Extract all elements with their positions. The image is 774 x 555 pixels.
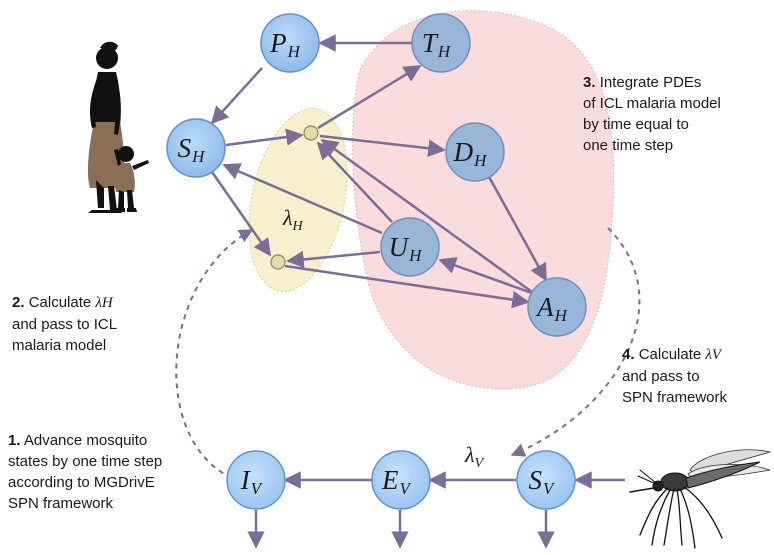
step-1-line-3: according to MGDrivE [8,474,155,491]
step-4-annotation: 4. Calculate λV and pass to SPN framewor… [622,344,727,408]
svg-text:SH: SH [178,133,207,166]
node-DH: DH [445,122,505,182]
edge-SH-junction2 [210,171,272,257]
node-IV-label: I [240,465,252,495]
lambda-v-label: λV [464,442,485,471]
junction-lambda-node [270,254,286,270]
node-UH-label: U [389,232,410,262]
edge-UH-SH [222,163,383,235]
node-EV-label: E [381,465,399,495]
svg-text:IV: IV [240,465,264,498]
mother-child-silhouette-icon [87,41,149,213]
node-IV: IV [226,450,286,510]
step-2-annotation: 2. Calculate λH and pass to ICL malaria … [12,292,117,356]
node-UH-sub: H [408,246,423,265]
dashed-arrow-AH-to-lambdaV [510,227,641,457]
edge-UH-junction2 [286,250,381,269]
yellow-region [248,108,348,292]
mosquito-icon [629,449,772,549]
step-4-line-3: SPN framework [622,389,728,406]
edge-PH-SH [210,67,263,125]
node-PH: PH [260,13,320,73]
node-SH-sub: H [191,147,206,166]
step-3-line-3: by time equal to [583,116,689,133]
node-DH-label: D [453,137,474,167]
edges [210,34,625,549]
junction-infection-node [303,125,319,141]
step-3-line-1: Integrate PDEs [599,74,702,91]
node-AH-label: A [535,292,554,322]
edge-junction1-TH [317,64,422,130]
step-2-line-1: Calculate [28,294,92,311]
node-TH-label: T [422,28,439,58]
edge-SH-junction1 [225,128,304,147]
node-IV-sub: V [251,479,264,498]
step-4-line-2: and pass to [622,368,700,385]
svg-text:SV: SV [529,465,557,498]
node-SV-sub: V [543,479,556,498]
edge-AH-junction1 [320,138,533,294]
step-4-line-1: Calculate [638,346,702,363]
svg-text:UH: UH [389,232,424,265]
step-3-number: 3. [583,74,596,91]
step-3-line-4: one time step [583,137,674,154]
step-4-lambda: λV [705,347,722,363]
svg-text:TH: TH [422,28,452,61]
node-TH-sub: H [437,42,452,61]
node-PH-sub: H [287,42,302,61]
step-2-lambda: λH [95,295,113,311]
pink-region [352,10,615,390]
edge-AH-UH [438,257,533,295]
node-EV: EV [371,450,431,510]
step-2-line-2: and pass to ICL [12,316,118,333]
step-2-line-3: malaria model [12,337,107,354]
step-3-line-2: of ICL malaria model [583,95,721,112]
svg-text:DH: DH [453,137,489,170]
node-AH: AH [527,277,587,337]
node-EV-sub: V [400,479,413,498]
node-TH: TH [411,13,471,73]
svg-text:EV: EV [381,465,413,498]
node-PH-label: P [269,28,287,58]
step-1-annotation: 1. Advance mosquito states by one time s… [8,430,162,514]
step-3-annotation: 3. Integrate PDEs of ICL malaria model b… [583,72,721,156]
svg-text:PH: PH [269,28,302,61]
step-1-number: 1. [8,432,21,449]
lambda-h-label: λH [282,205,304,234]
node-UH: UH [380,217,440,277]
edge-junction2-AH [284,264,530,309]
dashed-arrow-IV-to-lambdaH [175,229,254,479]
step-4-number: 4. [622,346,635,363]
node-AH-sub: H [554,306,569,325]
dashed-arrows [175,227,641,479]
step-1-line-1: Advance mosquito [23,432,148,449]
svg-text:AH: AH [535,292,569,325]
step-1-line-2: states by one time step [8,453,163,470]
node-SH: SH [166,118,226,178]
step-1-line-4: SPN framework [8,495,114,512]
node-SV: SV [516,450,576,510]
node-SH-label: S [178,133,192,163]
step-2-number: 2. [12,294,25,311]
node-DH-sub: H [473,151,488,170]
edge-junction1-DH [319,134,446,157]
edge-DH-AH [486,174,548,282]
node-SV-label: S [529,465,543,495]
